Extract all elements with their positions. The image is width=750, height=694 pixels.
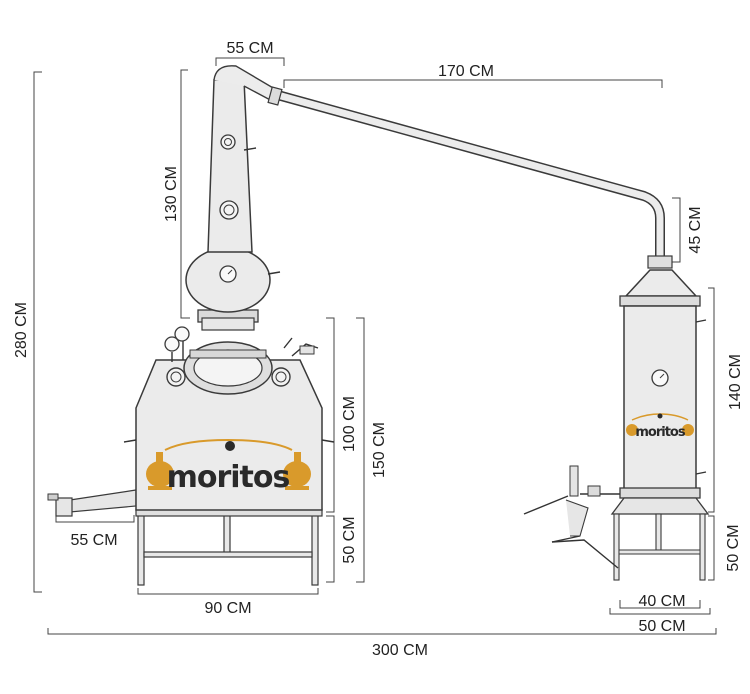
boiler [123,326,335,511]
dimension-lines [33,57,717,635]
brand-logo-condenser: moritos [626,413,694,440]
still-column [185,65,281,331]
label-condenser-inner-width: 40 CM [638,593,685,610]
label-condenser-height: 140 CM [727,354,744,410]
condenser [523,255,710,581]
boiler-stand [135,508,323,586]
dimension-labels: 55 CM 170 CM 130 CM 280 CM 45 CM 140 CM … [13,40,744,659]
lyne-arm [267,86,665,256]
label-boiler-width: 90 CM [204,600,251,617]
logo-text-boiler: moritos [167,460,290,495]
label-condenser-top: 45 CM [687,206,704,253]
brand-logo-boiler: moritos [146,438,311,495]
label-outlet-length: 55 CM [70,532,117,549]
label-condenser-outer-width: 50 CM [638,618,685,635]
label-boiler-legs: 50 CM [341,516,358,563]
label-column-width: 55 CM [226,40,273,57]
label-boiler-total: 150 CM [371,422,388,478]
label-boiler-body: 100 CM [341,396,358,452]
logo-text-condenser: moritos [635,425,685,440]
label-condenser-legs: 50 CM [725,524,742,571]
label-total-height: 280 CM [13,302,30,358]
label-total-length: 300 CM [372,642,428,659]
label-column-height: 130 CM [163,166,180,222]
label-pipe-length: 170 CM [438,63,494,80]
boiler-outlet [47,489,137,517]
